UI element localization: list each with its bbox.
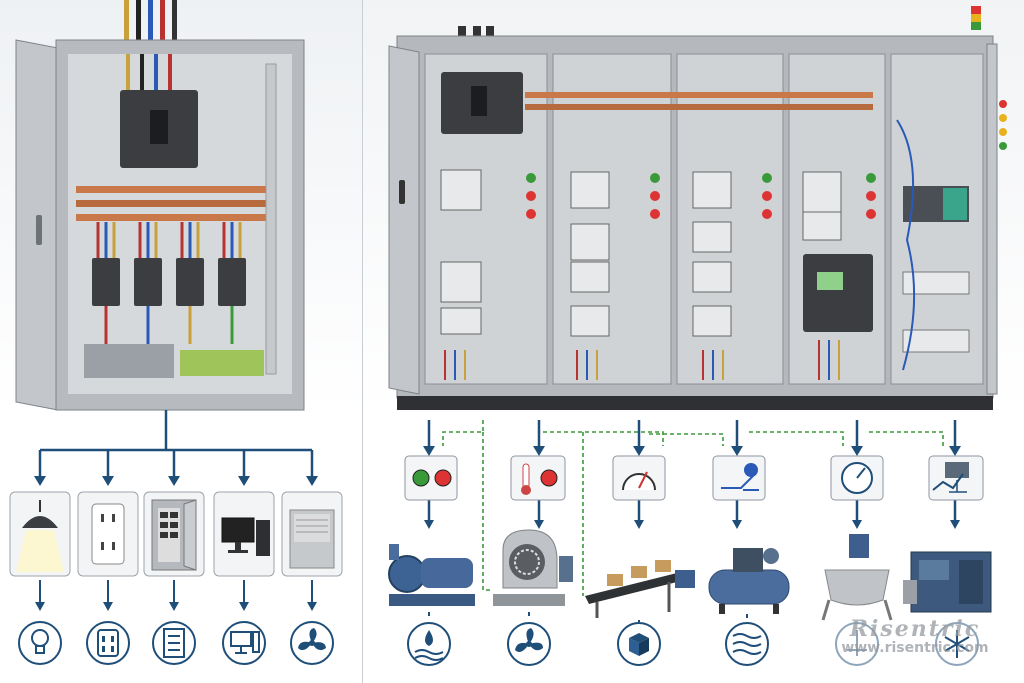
mcc-right-door[interactable] [986, 43, 998, 395]
vfd-display [817, 272, 843, 290]
computer-icon [222, 621, 266, 665]
computer-image [221, 517, 270, 556]
pilot-lights [526, 100, 1007, 219]
terminal-strip-upper [902, 271, 970, 295]
terminal-strip-lower [902, 329, 970, 353]
cable-gland-2 [473, 26, 481, 38]
pressure-switch-icon [721, 463, 759, 491]
terminal-block-ground [180, 350, 264, 376]
mcc-plinth [397, 396, 993, 410]
watermark: Risentric www.risentric.com [820, 616, 1010, 656]
terminal-block-left [84, 344, 174, 378]
mcc-main-breaker-toggle[interactable] [471, 86, 487, 116]
control-symbol-cards [404, 455, 984, 501]
plc-network-icon [932, 462, 969, 493]
box-icon [617, 622, 661, 666]
watermark-url: www.risentric.com [841, 640, 989, 656]
branch-breakers[interactable] [92, 258, 246, 306]
cable-tray [265, 63, 277, 375]
fan-icon [507, 622, 551, 666]
main-breaker-toggle[interactable] [150, 110, 168, 144]
left-lower-arrows [39, 580, 313, 604]
copper-busbars [76, 186, 268, 221]
control-signal-lines [442, 420, 944, 596]
lightbulb-icon [18, 621, 62, 665]
speed-gauge-icon [622, 471, 656, 491]
outlet-icon [86, 621, 130, 665]
right-lower-arrows [428, 612, 748, 622]
sub-panel-image [151, 499, 197, 571]
left-lower-arrowheads [35, 602, 317, 611]
mcc-left-door[interactable] [388, 45, 420, 395]
snowflake-icon [935, 622, 979, 666]
air-waves-icon [725, 622, 769, 666]
watermark-brand: Risentric [849, 616, 981, 642]
air-compressor-image [708, 548, 790, 614]
mcc-left-handle[interactable] [399, 180, 405, 204]
door-handle[interactable] [36, 215, 42, 245]
belt-conveyor-image [585, 560, 695, 618]
temperature-control-icon [521, 463, 558, 495]
right-feeder-arrowheads [423, 446, 961, 529]
mixer-icon [835, 622, 879, 666]
blower-fan-image [493, 529, 573, 606]
right-feeder-lines [427, 420, 957, 522]
cable-gland-1 [458, 26, 466, 38]
branch-wiring [96, 222, 242, 344]
left-connection-tree [38, 410, 314, 478]
ceiling-light-image [16, 500, 64, 572]
cable-gland-3 [486, 26, 494, 38]
chiller-unit-image [903, 551, 992, 613]
mixer-tank-image [821, 534, 893, 621]
section-divider [362, 0, 363, 683]
contactor-banks [440, 169, 842, 337]
distribution-board-diagram [9, 0, 343, 665]
hvac-unit-image [289, 509, 335, 569]
stack-light [971, 6, 981, 30]
incoming-cables [124, 0, 177, 42]
left-tree-arrowheads [34, 476, 318, 486]
water-icon [407, 622, 451, 666]
start-stop-buttons-icon [412, 469, 452, 487]
motor-control-center-diagram [388, 6, 1007, 666]
fan-icon [290, 621, 334, 665]
centrifugal-pump-image [388, 544, 475, 606]
vfd-drive[interactable] [803, 254, 873, 332]
vfd-gauge-icon [841, 462, 873, 494]
plc-io-modules [943, 188, 967, 220]
mcc-wiring [444, 119, 916, 380]
wall-outlet-image [91, 503, 125, 565]
mcc-copper-busbars [525, 92, 873, 110]
panel-icon [152, 621, 196, 665]
